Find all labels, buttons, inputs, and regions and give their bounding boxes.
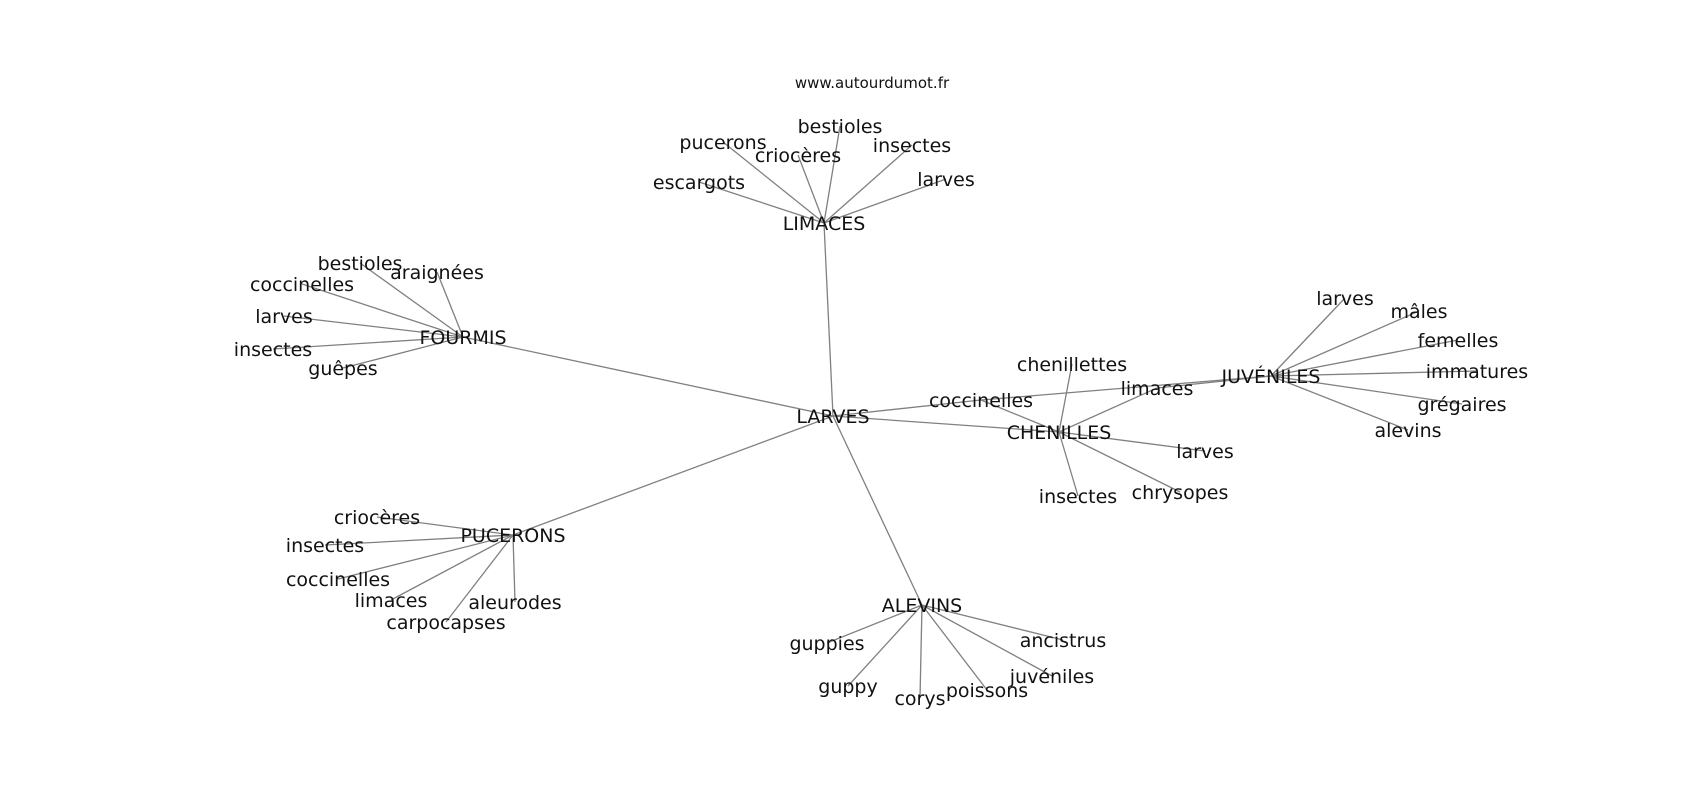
node-limaces-pucerons: pucerons [679, 132, 766, 154]
node-fourmis-coccinelles: coccinelles [250, 274, 354, 296]
edge-alevins_hub-alevins_juveniles [921, 604, 1053, 677]
node-limaces-larves: larves [917, 169, 975, 191]
node-juveniles-alevins: alevins [1374, 420, 1441, 442]
node-fourmis-guepes: guêpes [308, 358, 377, 380]
edge-alevins_hub-alevins_corys [919, 604, 923, 699]
node-juveniles-femelles: femelles [1418, 330, 1499, 352]
edge-chenilles_hub-chenilles_chrysopes [1058, 431, 1181, 493]
node-alevins-hub: ALEVINS [882, 595, 962, 617]
node-pucerons-insectes: insectes [286, 535, 364, 557]
node-fourmis-insectes: insectes [234, 339, 312, 361]
node-coccinelles-mid: coccinelles [929, 390, 1033, 412]
edge-larves_center-coccinelles_mid [832, 399, 982, 417]
edge-juveniles_hub-juveniles_immatures [1270, 370, 1478, 377]
node-limaces-crioceres: criocères [755, 145, 841, 167]
graph-labels: LARVES LIMACES FOURMIS PUCERONS ALEVINS CHENI… [234, 116, 1528, 710]
node-alevins-guppy: guppy [818, 676, 877, 698]
node-juveniles-males: mâles [1390, 301, 1447, 323]
node-alevins-poissons: poissons [946, 680, 1028, 702]
edge-pucerons_hub-pucerons_carpocapses [445, 534, 514, 623]
edge-limaces_hub-limaces_pucerons [722, 141, 825, 224]
node-alevins-ancistrus: ancistrus [1020, 630, 1107, 652]
edge-chenilles_hub-chenilles_insectes [1058, 431, 1079, 497]
edge-alevins_hub-alevins_guppies [826, 604, 923, 644]
edge-fourmis_hub-fourmis_bestioles [359, 262, 464, 338]
edge-alevins_hub-alevins_ancistrus [921, 604, 1064, 641]
edge-juveniles_hub-juveniles_larves [1270, 297, 1346, 377]
edge-pucerons_hub-pucerons_insectes [324, 534, 514, 546]
edge-chenilles_hub-chenilles_larves [1058, 431, 1206, 452]
edge-fourmis_hub-fourmis_guepes [342, 336, 464, 369]
node-juveniles-immatures: immatures [1426, 361, 1528, 383]
node-pucerons-hub: PUCERONS [460, 525, 565, 547]
node-limaces-mid: limaces [1121, 378, 1194, 400]
edge-limaces_hub-limaces_crioceres [797, 154, 825, 224]
edge-larves_center-pucerons_hub [512, 415, 834, 536]
edge-pucerons_hub-pucerons_crioceres [376, 516, 514, 536]
edge-chenilles_hub-chenilles_chenillettes [1058, 363, 1073, 433]
node-limaces-bestioles: bestioles [798, 116, 883, 138]
edge-alevins_hub-alevins_guppy [847, 604, 923, 687]
node-alevins-guppies: guppies [789, 633, 864, 655]
node-chenilles-larves: larves [1176, 441, 1234, 463]
edge-juveniles_hub-coccinelles_mid [980, 375, 1272, 401]
node-chenilles-hub: CHENILLES [1007, 422, 1112, 444]
node-limaces-hub: LIMACES [783, 213, 866, 235]
edge-limaces_hub-limaces_escargots [698, 181, 825, 224]
edge-fourmis_hub-fourmis_larves [283, 315, 464, 338]
node-chenilles-chenillettes: chenillettes [1017, 354, 1127, 376]
edge-larves_center-chenilles_hub [832, 415, 1060, 433]
edge-larves_center-limaces_hub [823, 222, 834, 417]
node-chenilles-chrysopes: chrysopes [1132, 482, 1229, 504]
edge-fourmis_hub-fourmis_araignees [436, 271, 464, 338]
node-limaces-insectes: insectes [873, 135, 951, 157]
node-pucerons-aleurodes: aleurodes [468, 592, 561, 614]
edge-fourmis_hub-fourmis_insectes [272, 336, 464, 350]
site-url: www.autourdumot.fr [795, 74, 950, 92]
edge-chenilles_hub-limaces_mid [1058, 387, 1158, 433]
edge-larves_center-alevins_hub [832, 415, 923, 606]
edge-limaces_hub-limaces_larves [823, 178, 947, 224]
node-juveniles-hub: JUVÉNILES [1221, 365, 1321, 388]
edge-pucerons_hub-pucerons_aleurodes [512, 534, 516, 603]
node-fourmis-araignees: araignées [390, 262, 484, 284]
edge-alevins_hub-alevins_poissons [921, 604, 988, 691]
node-pucerons-crioceres: criocères [334, 507, 420, 529]
node-alevins-corys: corys [894, 688, 945, 710]
node-chenilles-insectes: insectes [1039, 486, 1117, 508]
node-juveniles-larves: larves [1316, 288, 1374, 310]
edge-fourmis_hub-fourmis_coccinelles [301, 283, 464, 338]
node-limaces-escargots: escargots [653, 172, 745, 194]
edge-chenilles_hub-coccinelles_mid [980, 399, 1060, 433]
edge-juveniles_hub-juveniles_alevins [1270, 375, 1409, 431]
edge-limaces_hub-limaces_insectes [823, 144, 913, 224]
graph-edges [272, 125, 1478, 699]
node-pucerons-coccinelles: coccinelles [286, 569, 390, 591]
edge-pucerons_hub-pucerons_coccinelles [337, 534, 514, 580]
node-juveniles-gregaires: grégaires [1417, 394, 1506, 416]
node-alevins-juveniles: juvéniles [1009, 666, 1094, 688]
node-fourmis-hub: FOURMIS [419, 327, 506, 349]
node-fourmis-larves: larves [255, 306, 313, 328]
edge-juveniles_hub-juveniles_gregaires [1270, 375, 1463, 405]
node-larves-center: LARVES [796, 406, 869, 428]
node-fourmis-bestioles: bestioles [318, 253, 403, 275]
node-pucerons-carpocapses: carpocapses [386, 612, 505, 634]
edge-juveniles_hub-juveniles_males [1270, 310, 1420, 377]
edge-juveniles_hub-juveniles_femelles [1270, 339, 1459, 377]
edge-larves_center-fourmis_hub [462, 336, 834, 417]
node-pucerons-limaces: limaces [355, 590, 428, 612]
edge-pucerons_hub-pucerons_limaces [390, 534, 514, 601]
edge-juveniles_hub-limaces_mid [1156, 375, 1272, 389]
edge-limaces_hub-limaces_bestioles [823, 125, 841, 224]
